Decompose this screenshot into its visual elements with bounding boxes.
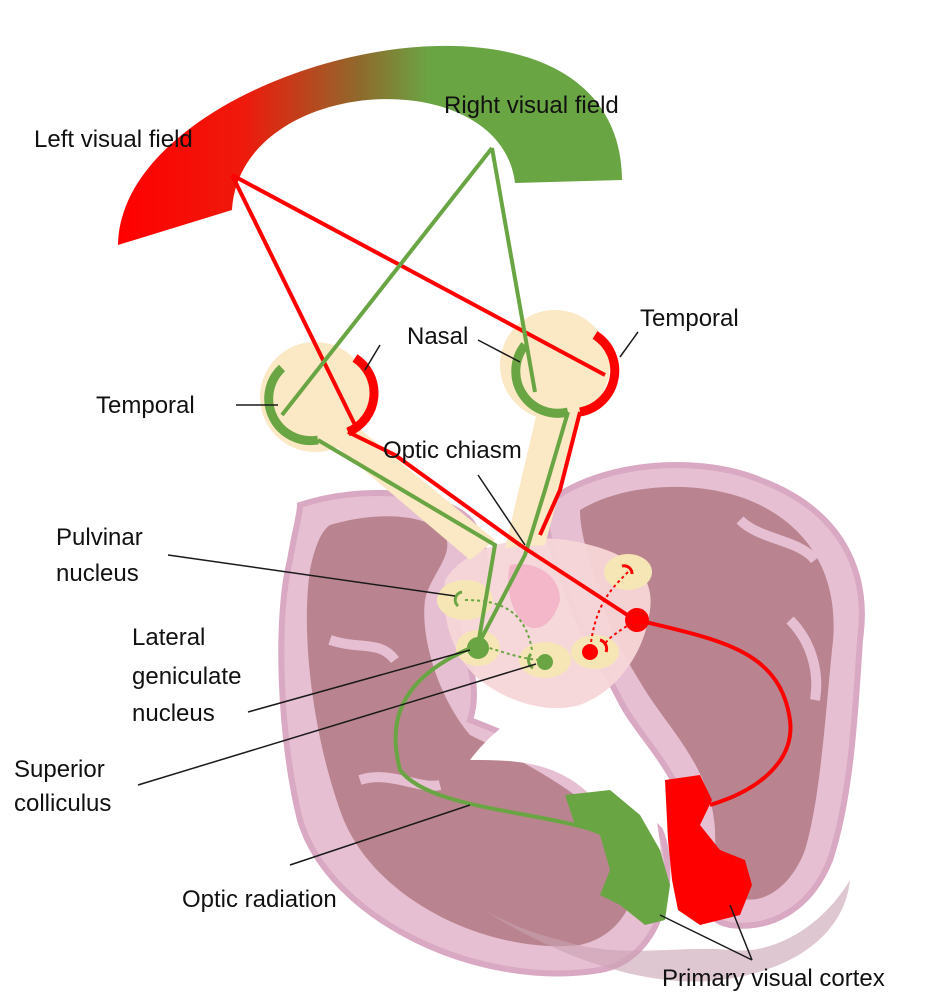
label-optic-chiasm: Optic chiasm xyxy=(383,437,522,464)
sc-red-dot xyxy=(582,644,598,660)
leader-temporal-right xyxy=(620,332,638,357)
label-pulvinar-line1: Pulvinar xyxy=(56,524,143,551)
label-left-visual-field: Left visual field xyxy=(34,126,193,153)
label-temporal-right: Temporal xyxy=(640,305,739,332)
leader-nasal-left xyxy=(365,345,380,370)
label-nasal: Nasal xyxy=(407,323,468,350)
label-lgn-line2: geniculate xyxy=(132,663,241,690)
label-pulvinar-line2: nucleus xyxy=(56,560,139,587)
sc-green-dot xyxy=(537,654,553,670)
lgn-right-dot xyxy=(625,608,649,632)
label-sc-line2: colliculus xyxy=(14,790,111,817)
label-primary-visual-cortex: Primary visual cortex xyxy=(662,965,885,992)
label-sc-line1: Superior xyxy=(14,756,105,783)
brain-section xyxy=(281,465,862,982)
label-optic-radiation: Optic radiation xyxy=(182,886,337,913)
label-lgn-line3: nucleus xyxy=(132,700,215,727)
label-lgn-line1: Lateral xyxy=(132,624,205,651)
label-right-visual-field: Right visual field xyxy=(444,92,619,119)
ray-right-field-to-left-eye xyxy=(282,148,492,415)
label-temporal-left: Temporal xyxy=(96,392,195,419)
visual-field-arc xyxy=(118,46,622,245)
lgn-left-dot xyxy=(467,637,489,659)
